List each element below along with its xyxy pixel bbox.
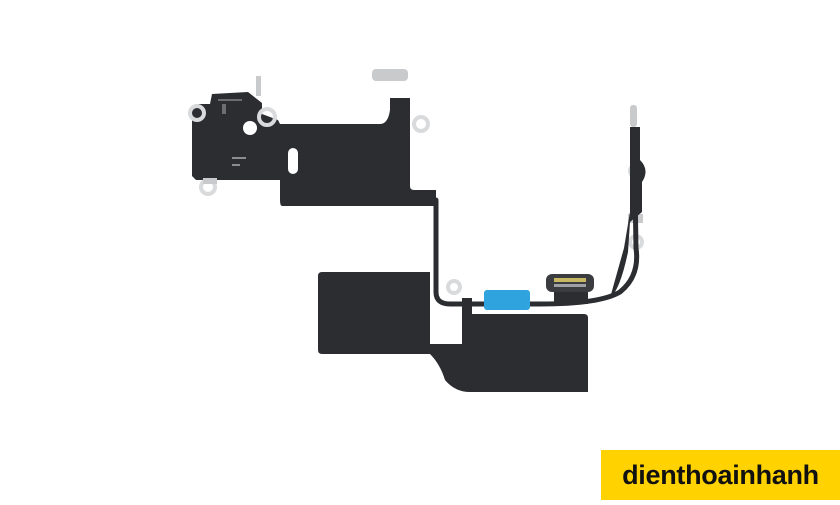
upper-antenna-board xyxy=(192,92,436,206)
mounting-rings xyxy=(188,104,644,295)
watermark-badge: dienthoainhanh xyxy=(601,450,840,500)
board-connector xyxy=(546,274,594,304)
lower-antenna-board xyxy=(318,272,588,392)
right-antenna-strip xyxy=(610,127,646,298)
flex-cable-trace xyxy=(433,127,640,307)
blue-insulation-tape xyxy=(484,290,530,310)
watermark-text: dienthoainhanh xyxy=(622,459,819,490)
